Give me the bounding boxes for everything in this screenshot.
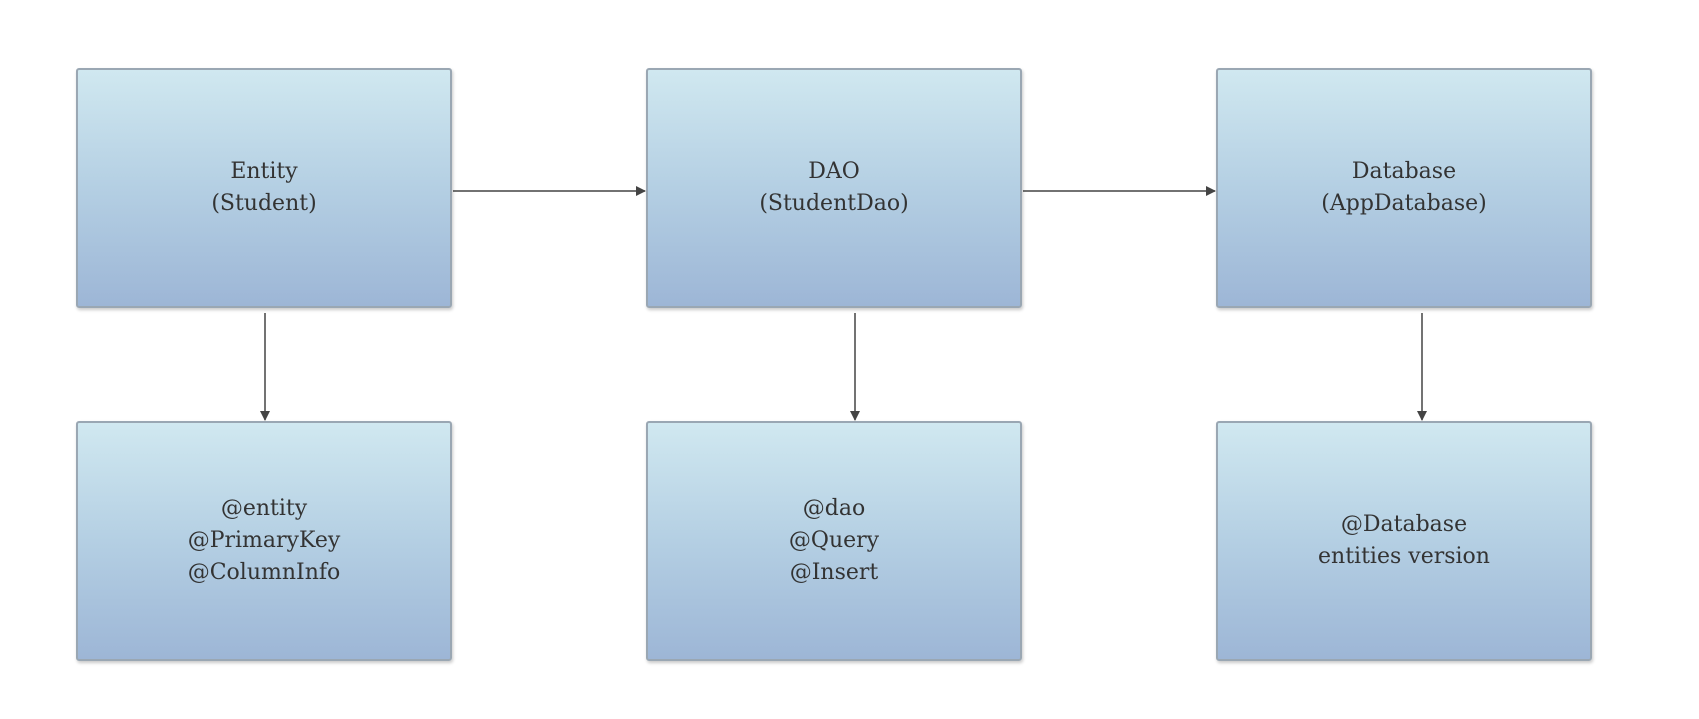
entity-annotation-entity: @entity (220, 496, 308, 521)
dao-node: DAO (StudentDao) (646, 68, 1022, 308)
entity-node-subtitle: (Student) (211, 191, 317, 216)
entity-annotation-primarykey: @PrimaryKey (187, 528, 341, 553)
database-annotations-node: @Database entities version (1216, 421, 1592, 661)
database-annotation-database: @Database (1340, 512, 1468, 537)
entity-node: Entity (Student) (76, 68, 452, 308)
dao-annotation-dao: @dao (802, 496, 866, 521)
entity-annotations-node: @entity @PrimaryKey @ColumnInfo (76, 421, 452, 661)
database-node-title: Database (1351, 159, 1457, 184)
database-node: Database (AppDatabase) (1216, 68, 1592, 308)
entity-annotation-columninfo: @ColumnInfo (187, 560, 341, 585)
database-node-subtitle: (AppDatabase) (1321, 191, 1487, 216)
database-annotation-entities-version: entities version (1318, 544, 1490, 569)
dao-annotation-insert: @Insert (789, 560, 879, 585)
dao-node-subtitle: (StudentDao) (759, 191, 909, 216)
dao-annotation-query: @Query (788, 528, 880, 553)
entity-node-title: Entity (230, 159, 298, 184)
dao-node-title: DAO (808, 159, 860, 184)
dao-annotations-node: @dao @Query @Insert (646, 421, 1022, 661)
